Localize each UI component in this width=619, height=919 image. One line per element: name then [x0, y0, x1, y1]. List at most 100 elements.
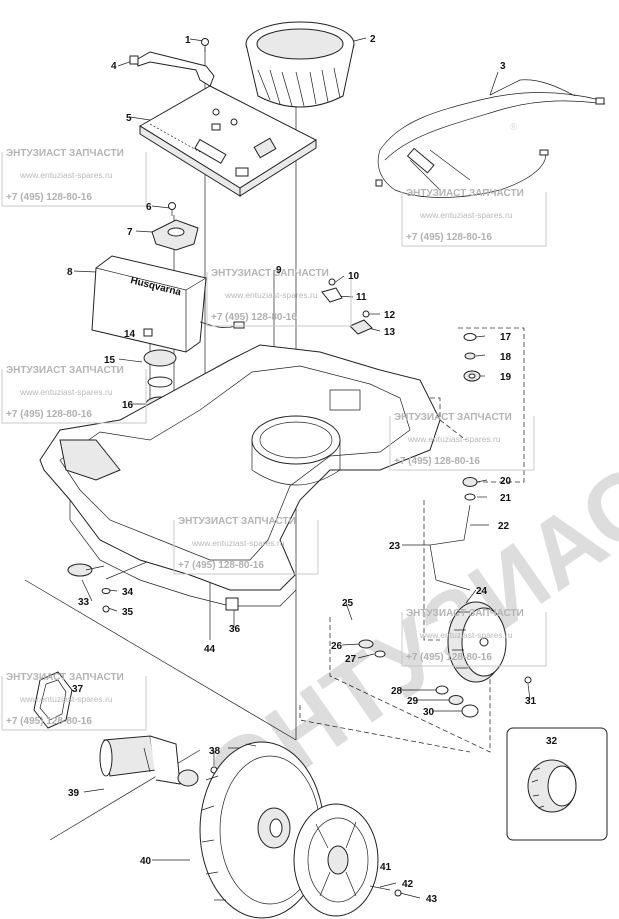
- watermark-frame: [206, 272, 352, 327]
- callout-15: 15: [104, 355, 116, 366]
- part-2-drum: [245, 21, 355, 108]
- callout-4: 4: [111, 61, 117, 72]
- part-33-sensor: [67, 563, 105, 577]
- callout-41: 41: [380, 862, 392, 873]
- part-42-screw: [369, 885, 391, 891]
- callout-21: 21: [500, 493, 512, 504]
- callout-14: 14: [124, 329, 136, 340]
- callout-12: 12: [384, 310, 396, 321]
- watermark-phone: +7 (495) 128-80-16: [394, 456, 480, 467]
- callout-37: 37: [72, 684, 84, 695]
- part-35-screw: [102, 605, 110, 613]
- part-24-front-wheel: [447, 601, 507, 683]
- watermark-phone: +7 (495) 128-80-16: [178, 560, 264, 571]
- watermark-frame: [401, 192, 547, 247]
- watermark-title: ЭНТУЗИАСТ ЗАПЧАСТИ: [6, 148, 124, 159]
- watermark-url: www.entuziast-spares.ru: [19, 387, 113, 397]
- part-43-screw: [394, 889, 402, 897]
- watermark-title: ЭНТУЗИАСТ ЗАПЧАСТИ: [6, 365, 124, 376]
- callout-29: 29: [407, 696, 419, 707]
- watermark-title: ЭНТУЗИАСТ ЗАПЧАСТИ: [6, 672, 124, 683]
- watermark-title: ЭНТУЗИАСТ ЗАПЧАСТИ: [406, 188, 524, 199]
- callout-9: 9: [276, 265, 282, 276]
- part-40-rear-wheel: [199, 741, 325, 919]
- part-32-inset-box: [506, 727, 608, 841]
- callout-34: 34: [122, 587, 134, 598]
- callout-43: 43: [426, 894, 438, 905]
- watermark-frame: [389, 416, 535, 471]
- part-20-bushing: [462, 477, 478, 487]
- callout-28: 28: [391, 686, 403, 697]
- watermark-stamp: ЭНТУЗИАСТ ЗАПЧАСТИwww.entuziast-spares.r…: [1, 148, 147, 207]
- watermark-frame: [1, 152, 147, 207]
- callout-18: 18: [500, 352, 512, 363]
- part-12-screw: [362, 310, 370, 318]
- watermark-phone: +7 (495) 128-80-16: [6, 192, 92, 203]
- callout-33: 33: [78, 597, 90, 608]
- chassis-housing: [39, 344, 441, 611]
- part-screw-1: [201, 38, 209, 52]
- part-8-battery: Husqvarna: [91, 255, 245, 353]
- watermark-stamp: ЭНТУЗИАСТ ЗАПЧАСТИwww.entuziast-spares.r…: [173, 516, 319, 575]
- callout-8: 8: [67, 267, 73, 278]
- part-21-washer: [464, 493, 476, 501]
- part-11-clip: [321, 287, 343, 303]
- callout-36: 36: [229, 624, 241, 635]
- watermark-title: ЭНТУЗИАСТ ЗАПЧАСТИ: [394, 412, 512, 423]
- watermark-stamp: ЭНТУЗИАСТ ЗАПЧАСТИ www.entuziast-spares.r…: [1, 365, 147, 424]
- callout-10: 10: [348, 271, 360, 282]
- watermark-stamp: ЭНТУЗИАСТ ЗАПЧАСТИ www.entuziast-spares.r…: [1, 672, 147, 731]
- part-19-bushing: [463, 370, 481, 382]
- watermark-url: www.entuziast-spares.ru: [419, 210, 513, 220]
- part-18-washer: [464, 352, 476, 360]
- callout-5: 5: [126, 113, 132, 124]
- callout-1: 1: [185, 35, 191, 46]
- watermark-stamp: ЭНТУЗИАСТ ЗАПЧАСТИ www.entuziast-spares.r…: [389, 412, 535, 471]
- watermark-url: www.entuziast-spares.ru: [407, 434, 501, 444]
- watermark-url: www.entuziast-spares.ru: [19, 694, 113, 704]
- watermark-phone: +7 (495) 128-80-16: [406, 652, 492, 663]
- callout-11: 11: [356, 292, 367, 303]
- part-5-circuit-board: [139, 85, 318, 197]
- watermark-phone: +7 (495) 128-80-16: [6, 409, 92, 420]
- callout-22: 22: [498, 521, 510, 532]
- part-37-gasket: [33, 671, 73, 729]
- callout-39: 39: [68, 788, 80, 799]
- part-39-motor: [99, 735, 199, 787]
- watermark-url: www.entuziast-spares.ru: [191, 538, 285, 548]
- watermark-phone: +7 (495) 128-80-16: [211, 312, 297, 323]
- callout-25: 25: [342, 598, 354, 609]
- callout-26: 26: [331, 641, 343, 652]
- callout-6: 6: [146, 202, 152, 213]
- part-22-axle: [429, 504, 471, 591]
- callout-3: 3: [500, 61, 506, 72]
- callout-16: 16: [122, 400, 134, 411]
- part-3-wiring-harness: [375, 79, 606, 198]
- watermark-phone: +7 (495) 128-80-16: [6, 716, 92, 727]
- callout-40: 40: [140, 856, 152, 867]
- part-15-cap: [143, 349, 177, 388]
- part-14-connector: [143, 328, 153, 337]
- part-6-screw: [168, 202, 176, 216]
- callout-38: 38: [209, 746, 221, 757]
- part-28-washer: [435, 685, 449, 695]
- callout-24: 24: [476, 586, 488, 597]
- part-41-hub-cap: [293, 803, 379, 917]
- callout-20: 20: [500, 476, 512, 487]
- callout-31: 31: [525, 696, 537, 707]
- callout-23: 23: [389, 541, 401, 552]
- callout-44: 44: [204, 644, 216, 655]
- watermark-stamp: ЭНТУЗИАСТ ЗАПЧАСТИ www.entuziast-spares.r…: [401, 188, 547, 247]
- callout-32: 32: [546, 736, 558, 747]
- callout-42: 42: [402, 879, 414, 890]
- part-27-washer: [374, 650, 386, 658]
- watermark-title: ЭНТУЗИАСТ ЗАПЧАСТИ: [211, 268, 329, 279]
- watermark-phone: +7 (495) 128-80-16: [406, 232, 492, 243]
- callout-7: 7: [127, 227, 133, 238]
- part-31-screw: [524, 676, 532, 684]
- part-7-mount: [151, 219, 199, 251]
- part-30-cap: [461, 704, 479, 718]
- part-10-screw: [328, 278, 336, 286]
